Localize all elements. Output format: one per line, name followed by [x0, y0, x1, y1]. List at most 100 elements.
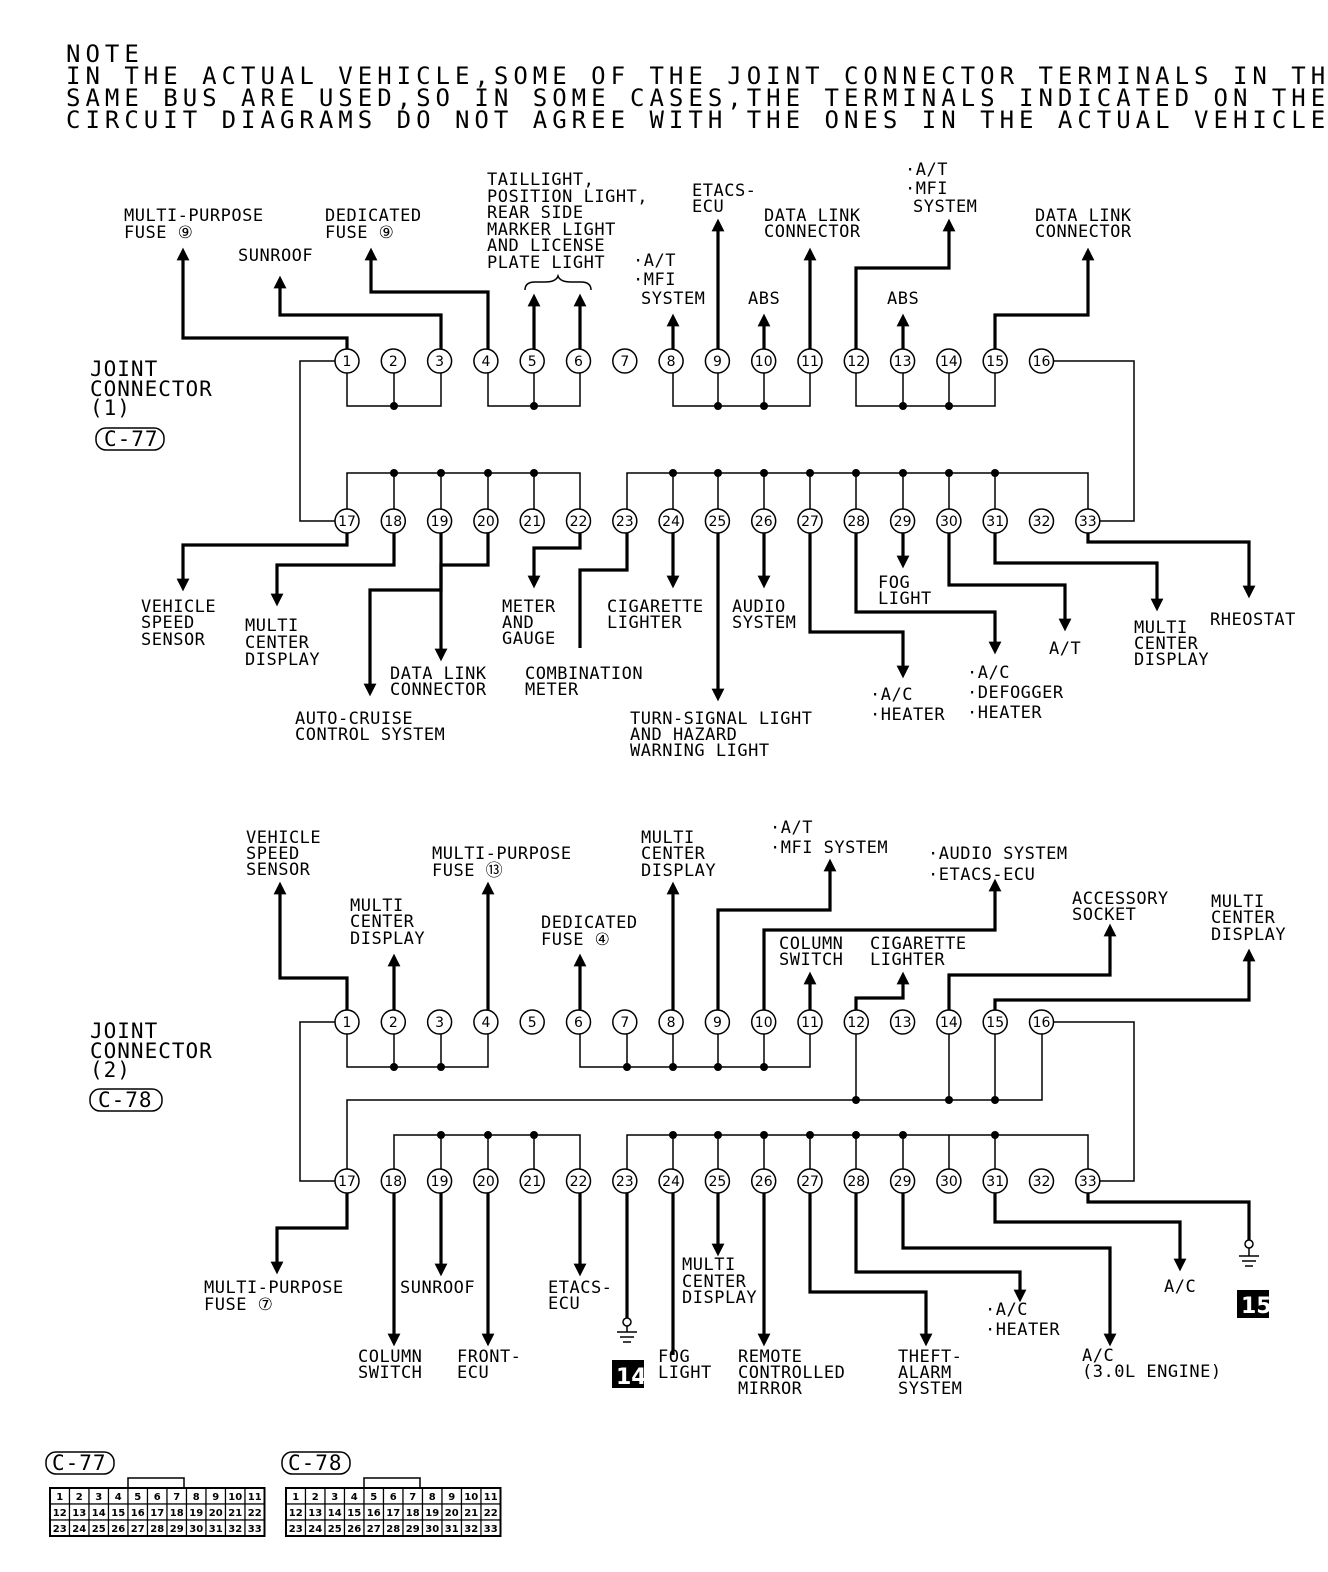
terminal-number: 6: [574, 354, 583, 370]
jc2-junction-dots: [390, 1063, 999, 1139]
face-cell-number: 18: [406, 1508, 420, 1519]
jc2-label-pin22-l2: ECU: [548, 1294, 580, 1314]
face-cell-number: 20: [445, 1508, 459, 1519]
jc2-bus-a: [346, 1022, 489, 1068]
jc1-label-pin22-l1: COMBINATION: [525, 664, 643, 684]
jc2-label-pin17-l1: MULTI-PURPOSE: [204, 1278, 344, 1298]
jc2-label-pin15-l2: SOCKET: [1072, 905, 1136, 925]
terminal-circle: [750, 1009, 777, 1035]
jc1-label-pin4-l2: FUSE ⑨: [325, 223, 394, 243]
c78-face-code-frame: [281, 1451, 351, 1475]
face-cell-number: 32: [228, 1524, 242, 1535]
face-cell-number: 16: [131, 1508, 145, 1519]
face-cell-number: 24: [308, 1524, 322, 1535]
face-cell-number: 29: [406, 1524, 420, 1535]
jc1-title-1: JOINT: [90, 357, 158, 381]
terminal-circle: [889, 1009, 916, 1035]
jc2-left-loop: [299, 1021, 347, 1182]
jc2-label-pin24-l1: FOG: [658, 1347, 690, 1367]
jc1-label-pin19-l1: AUTO-CRUISE: [295, 709, 413, 729]
terminal-number: 1: [343, 1015, 352, 1031]
jc1-wire-1: [176, 247, 349, 361]
jc1-title-3: (1): [90, 396, 131, 420]
terminal-circle: [797, 508, 823, 534]
jc1-label-pin21-l2: AND: [502, 613, 534, 633]
jc1-wire-21: [527, 521, 582, 589]
terminal-number: 6: [574, 1015, 583, 1031]
jc2-label-pin9-l1: ·A/T: [770, 818, 813, 838]
jc1-code: C-77: [104, 427, 159, 451]
terminal-circle: [936, 1168, 962, 1194]
terminal-circle: [1028, 348, 1055, 374]
terminal-circle: [889, 508, 916, 534]
face-cell-number: 18: [170, 1508, 184, 1519]
terminal-number: 10: [755, 1015, 773, 1031]
face-cell-number: 20: [209, 1508, 223, 1519]
joint-connector-1: JOINT CONNECTOR (1) C-77: [90, 160, 1295, 761]
jc2-wire-14: [947, 923, 1117, 1022]
junction-dot: [390, 402, 398, 410]
terminal-number: 8: [667, 1015, 676, 1031]
face-cell-number: 16: [367, 1508, 381, 1519]
junction-dot: [899, 469, 907, 477]
terminal-circle: [658, 508, 684, 534]
jc1-label-pin18-l3: DISPLAY: [245, 650, 320, 670]
ground-node: [1244, 1239, 1254, 1249]
face-cell-number: 23: [53, 1524, 67, 1535]
jc1-label-pin17-l3: SENSOR: [141, 630, 206, 650]
terminal-number: 32: [1033, 1174, 1051, 1190]
jc2-label-pin16-l1: MULTI: [1211, 892, 1265, 912]
junction-dot: [530, 1131, 538, 1139]
jc1-label-pin5-l3: REAR SIDE: [487, 203, 584, 223]
jc2-label-pin27-l2: ALARM: [898, 1363, 952, 1383]
face-cell-number: 25: [92, 1524, 106, 1535]
junction-dot: [437, 1131, 445, 1139]
jc1-label-pin10: ABS: [748, 289, 780, 309]
terminal-number: 11: [801, 1015, 819, 1031]
junction-dot: [669, 1063, 677, 1071]
junction-dot: [623, 1063, 631, 1071]
terminal-number: 9: [713, 1015, 722, 1031]
ground-symbol-15: 15: [1237, 1239, 1272, 1319]
jc1-label-pin12-l3: SYSTEM: [913, 197, 977, 217]
jc1-label-pin3: SUNROOF: [238, 246, 313, 266]
terminal-circle: [612, 508, 638, 534]
terminal-circle: [334, 348, 360, 374]
jc1-label-pin1-l1: MULTI-PURPOSE: [124, 206, 264, 226]
jc1-bus-d: [855, 361, 996, 407]
jc1-label-pin28-l1: FOG: [878, 573, 910, 593]
jc2-wire-28: [854, 1181, 1027, 1303]
face-cell-number: 17: [386, 1508, 400, 1519]
jc2-label-pin9-l2: ·MFI SYSTEM: [770, 838, 888, 858]
face-cell-number: 12: [53, 1508, 67, 1519]
jc2-label-pin20-l2: ECU: [457, 1363, 489, 1383]
junction-dot: [899, 1131, 907, 1139]
jc2-title-2: CONNECTOR: [90, 1039, 213, 1063]
jc2-title-1: JOINT: [90, 1019, 158, 1043]
jc2-label-pin18-l2: SWITCH: [358, 1363, 422, 1383]
face-cell-number: 25: [328, 1524, 342, 1535]
jc1-label-pin25-l1: TURN-SIGNAL LIGHT: [630, 709, 813, 729]
jc2-label-pin18-l1: COLUMN: [358, 1347, 422, 1367]
terminal-circle: [426, 508, 453, 534]
face-cell-number: 19: [425, 1508, 439, 1519]
terminal-number: 4: [481, 1015, 490, 1031]
junction-dot: [484, 469, 492, 477]
jc2-label-pin2-l2: CENTER: [350, 912, 415, 932]
terminal-number: 24: [662, 1174, 680, 1190]
ground-badge-15-label: 15: [1241, 1294, 1272, 1319]
terminal-number: 19: [431, 514, 449, 530]
face-cell-number: 30: [425, 1524, 439, 1535]
terminal-circle: [1028, 1009, 1055, 1035]
terminal-circle: [334, 1009, 360, 1035]
junction-dot: [714, 1063, 722, 1071]
jc2-label-pin27-l3: SYSTEM: [898, 1379, 962, 1399]
face-cell-number: 15: [347, 1508, 361, 1519]
terminal-circle: [380, 508, 407, 534]
terminal-circle: [519, 1009, 545, 1035]
terminal-number: 28: [847, 1174, 865, 1190]
note-line-1: IN THE ACTUAL VEHICLE,SOME OF THE JOINT …: [66, 62, 1328, 90]
jc1-label-pin15-l1: DATA LINK: [1035, 206, 1132, 226]
jc2-label-pin28-l1: A/C: [1082, 1346, 1114, 1366]
